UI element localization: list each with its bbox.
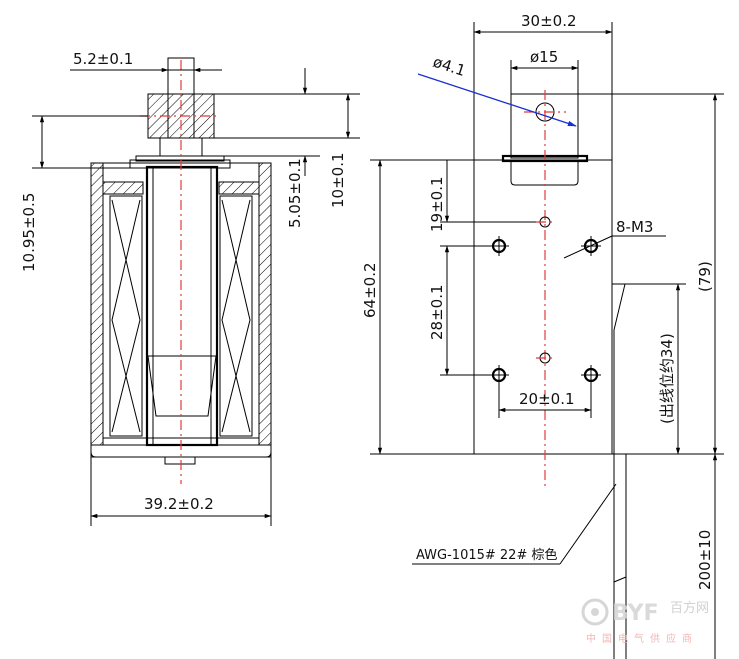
dim-stroke-height: 10.95±0.5 xyxy=(20,193,38,272)
watermark-brand: BYF xyxy=(612,601,659,626)
watermark-logo-icon xyxy=(581,598,609,626)
watermark-tagline: 中国电气供应商 xyxy=(586,632,698,645)
dim-body-height: 64±0.2 xyxy=(361,262,379,318)
dim-inner-diameter: ø15 xyxy=(530,48,558,66)
wire-label: AWG-1015# 22# 棕色 xyxy=(416,547,557,563)
watermark: BYF 百方网 中国电气供应商 xyxy=(581,598,709,645)
dim-hole-diameter: ø4.1 xyxy=(431,53,468,80)
dim-body-width: 39.2±0.2 xyxy=(144,495,214,513)
housing-wall-left xyxy=(90,162,104,446)
dim-top-width: 30±0.2 xyxy=(521,12,577,30)
dim-plunger-width: 5.2±0.1 xyxy=(73,50,133,68)
dim-hole-spacing-horiz: 20±0.1 xyxy=(519,390,575,408)
dim-hole-spacing-top: 19±0.1 xyxy=(428,176,446,232)
top-flange-right xyxy=(218,181,260,195)
mounting-holes xyxy=(489,216,601,385)
dim-total-height: (79) xyxy=(696,261,714,292)
front-view: 30±0.2 ø15 ø4.1 64±0.2 19±0.1 28±0.1 xyxy=(361,12,724,659)
watermark-brand-sub: 百方网 xyxy=(670,600,709,616)
top-flange-left xyxy=(102,181,144,195)
dim-hole-spacing-mid: 28±0.1 xyxy=(428,284,446,340)
side-section-view: 5.2±0.1 10.95±0.5 5.05±0.1 10±0.1 39.2±0… xyxy=(20,50,360,526)
thread-callout: 8-M3 xyxy=(616,218,653,236)
dim-wire-length: 200±10 xyxy=(696,530,714,590)
dim-wire-exit: (出线位约34) xyxy=(658,333,676,424)
dim-top-gap: 5.05±0.1 xyxy=(286,158,304,228)
housing-wall-right xyxy=(258,162,272,446)
dim-top-total: 10±0.1 xyxy=(329,152,347,208)
